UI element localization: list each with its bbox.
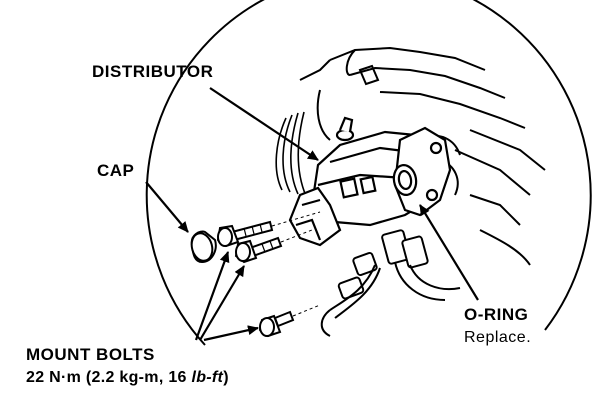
o-ring-note: Replace. [464, 329, 532, 346]
mount-bolt-middle [234, 236, 283, 264]
oring-leader [419, 204, 479, 301]
cap-label: CAP [97, 161, 135, 180]
cap-leader [145, 181, 189, 233]
wiring-harness [320, 229, 461, 337]
mount-bolt-lower [258, 310, 295, 338]
detail-circle [145, 0, 592, 346]
torque-prefix: 22 N·m (2.2 kg-m, 16 [26, 369, 192, 386]
leader-lines [145, 87, 479, 342]
mount-bolt-upper [216, 220, 274, 248]
mount-leader-1 [194, 251, 230, 341]
assembly-lines [271, 211, 321, 317]
ignition-wires [275, 111, 307, 197]
torque-unit: lb-ft [191, 369, 224, 386]
cap-part [190, 230, 217, 264]
torque-spec: 22 N·m (2.2 kg-m, 16 lb-ft) [26, 370, 229, 386]
distributor-leader [209, 87, 319, 161]
distributor-label: DISTRIBUTOR [92, 62, 214, 81]
mount-bolts-label: MOUNT BOLTS [26, 345, 155, 364]
distributor-body [288, 116, 447, 247]
torque-suffix: ) [223, 369, 229, 386]
mount-leader-3 [203, 325, 259, 342]
mount-leader-2 [199, 265, 245, 341]
o-ring-label: O-RING [464, 305, 529, 324]
distributor-flange [392, 126, 452, 217]
